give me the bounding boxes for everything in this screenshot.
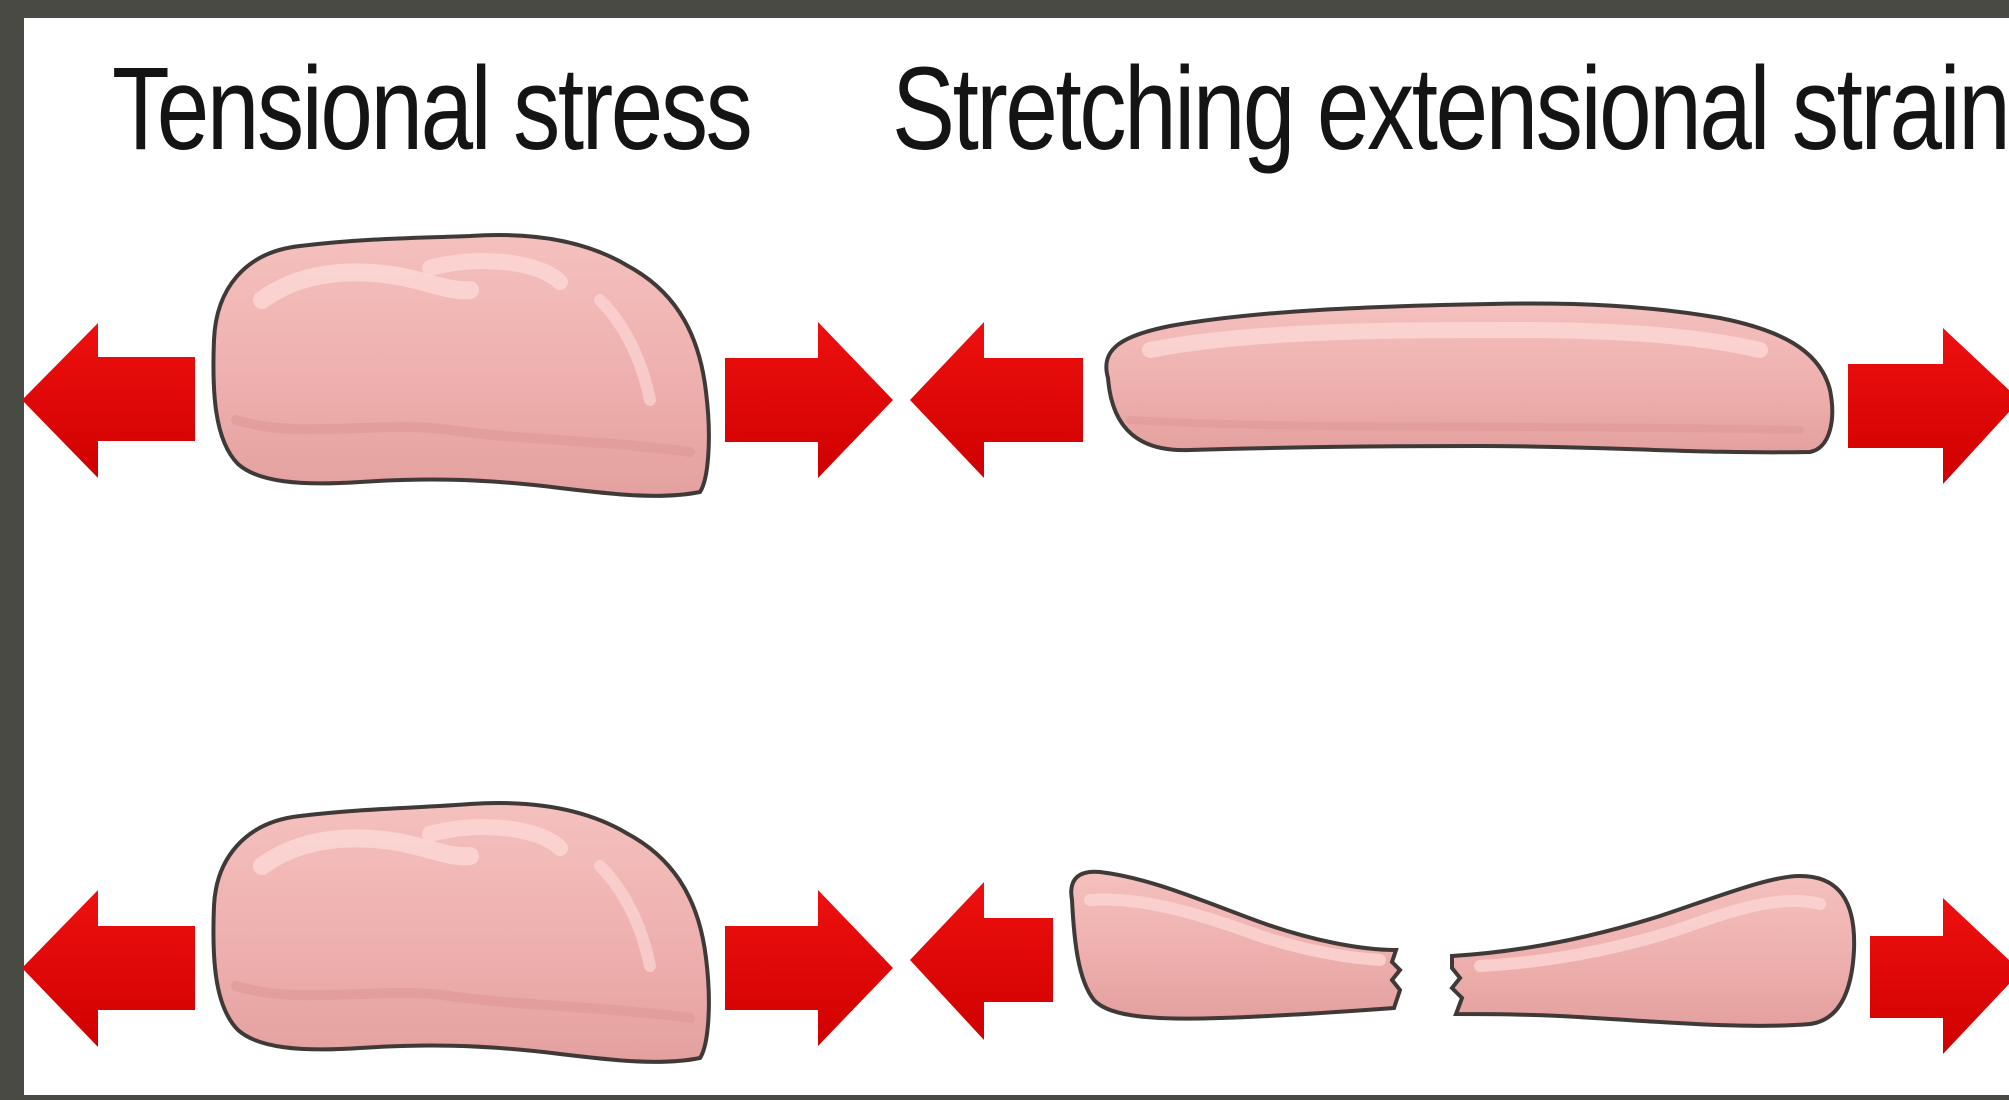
heading-stretching-extensional-strain: Stretching extensional strain bbox=[892, 50, 2008, 168]
heading-tensional-stress: Tensional stress bbox=[112, 50, 750, 168]
intact-tissue-block-2 bbox=[213, 803, 708, 1062]
elongated-tissue bbox=[1106, 304, 1832, 453]
intact-tissue-block bbox=[213, 235, 708, 496]
